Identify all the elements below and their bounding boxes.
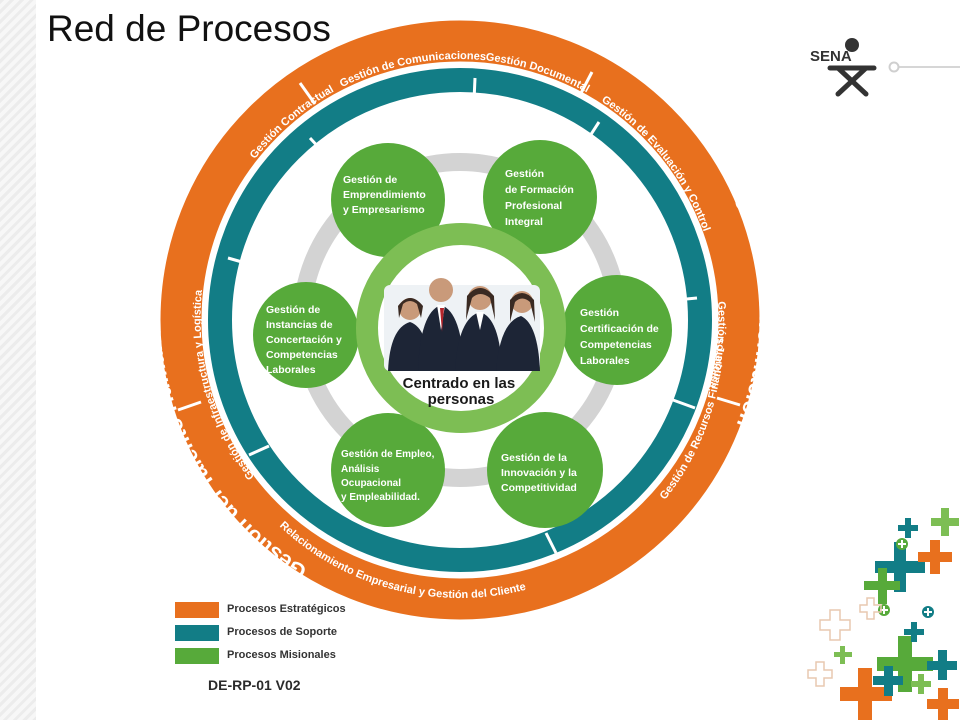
slide-title: Red de Procesos	[47, 8, 331, 49]
plus-icon	[834, 646, 852, 664]
missional-process: Gestión de Instancias de Concertación y …	[253, 282, 359, 388]
support-ring-separator	[308, 136, 324, 153]
plus-icon	[918, 540, 952, 574]
strategic-ring-separator	[578, 71, 594, 96]
document-code: DE-RP-01 V02	[208, 677, 301, 693]
svg-text:Gestión de Formación: Gestión de Formación Profesional Integra…	[505, 168, 577, 228]
support-ring-separator	[672, 398, 696, 410]
sena-logo-head	[845, 38, 859, 52]
missional-process: Gestión Certificación de Competencias La…	[562, 275, 672, 385]
missional-process: Gestión de la Innovación y la Competitiv…	[487, 412, 603, 528]
missional-process: Gestión de Emprendimiento y Empresarismo	[331, 143, 445, 257]
sena-logo-figure	[827, 65, 877, 97]
strategic-ring-separator	[298, 82, 317, 105]
left-decorative-strip	[0, 0, 36, 720]
svg-text:Gestión de la Innovación: Gestión de la Innovación y la Competitiv…	[501, 452, 580, 494]
plus-icon	[927, 688, 959, 720]
support-ring-separator	[675, 296, 698, 302]
svg-text:Gestión Certificación de: Gestión Certificación de Competencias La…	[580, 307, 662, 367]
plus-icon	[904, 622, 924, 642]
support-ring-separator	[472, 77, 477, 102]
header-rule	[895, 66, 960, 68]
support-ring-separator	[586, 121, 601, 140]
plus-icon	[864, 568, 900, 604]
decorative-plus-pattern	[807, 508, 959, 720]
svg-text:Gestión de Instancias de: Gestión de Instancias de Concertación y …	[266, 304, 345, 376]
missional-process: Gestión de Empleo, Análisis Ocupacional …	[331, 413, 445, 527]
plus-icon	[873, 666, 903, 696]
plus-icon	[840, 668, 892, 720]
circle-plus-icon	[878, 604, 890, 616]
legend-label: Procesos Misionales	[227, 649, 336, 661]
plus-outline-icon	[807, 597, 882, 687]
svg-text:Gestión de Emprendimient: Gestión de Emprendimiento y Empresarismo	[343, 174, 429, 216]
support-ring-separator	[544, 532, 558, 554]
strategic-ring	[160, 20, 760, 620]
legend-swatch-missional	[175, 648, 219, 664]
sena-logo: SENA	[808, 34, 900, 100]
support-ring-separator	[227, 256, 250, 266]
people-photo	[384, 278, 540, 371]
plus-icon	[911, 674, 931, 694]
legend-swatch-strategic	[175, 602, 219, 618]
plus-icon	[927, 650, 957, 680]
sena-logo-wordmark: SENA	[810, 48, 852, 65]
strategic-label-direccionamiento: Direccionamiento Estratégico	[309, 613, 610, 676]
plus-icon	[898, 518, 918, 538]
support-ring-separator	[248, 444, 270, 457]
plus-icon	[931, 508, 959, 536]
legend-label: Procesos de Soporte	[227, 626, 338, 638]
missional-process: Gestión de Formación Profesional Integra…	[483, 140, 597, 254]
strategic-ring-separator	[177, 400, 202, 412]
center-label: Centrado en las personas	[403, 375, 520, 408]
circle-plus-icon	[896, 538, 908, 550]
circle-plus-icon	[922, 606, 934, 618]
sena-logo-connector	[888, 61, 900, 73]
strategic-ring-separator	[716, 396, 741, 407]
legend-label: Procesos Estratégicos	[227, 603, 346, 615]
plus-icon	[875, 542, 925, 592]
legend-swatch-support	[175, 625, 219, 641]
support-ring	[208, 68, 712, 572]
svg-text:Gestión de Empleo, Análi: Gestión de Empleo, Análisis Ocupacional …	[341, 449, 437, 503]
